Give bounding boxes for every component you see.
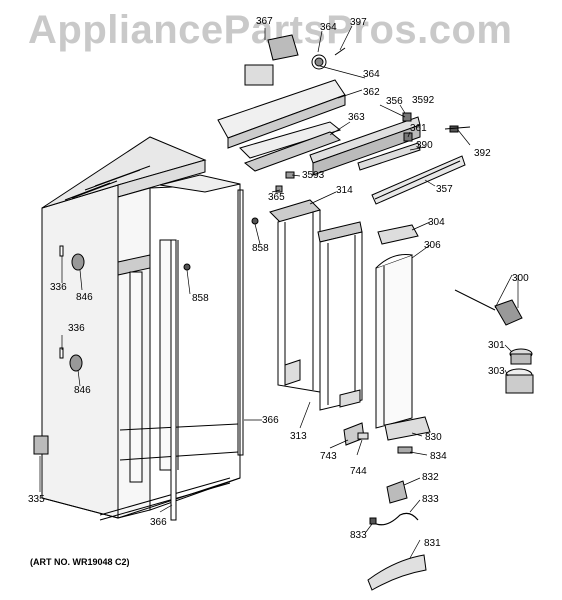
callout-858: 858 [252,243,269,254]
callout-365: 365 [268,192,285,203]
bin-830-831 [367,416,431,591]
duct-314 [269,199,321,393]
callout-833: 833 [350,530,367,541]
small-parts-743-744-832-833-834 [343,422,419,526]
callout-336: 336 [50,282,67,293]
callout-356: 356 [386,96,403,107]
callout-3592: 3592 [412,95,435,106]
control-housing-356 [309,112,421,176]
callout-357: 357 [436,184,453,195]
callout-397: 397 [350,17,367,28]
callout-833: 833 [422,494,439,505]
callout-743: 743 [320,451,337,462]
callout-304: 304 [428,217,445,228]
filter-300-301-303 [454,289,534,394]
callout-301: 301 [488,340,505,351]
callout-306: 306 [424,240,441,251]
callout-367: 367 [256,16,273,27]
panel-313 [317,221,363,411]
callout-314: 314 [336,185,353,196]
callout-362: 362 [363,87,380,98]
fan-assembly-367 [244,34,346,86]
callout-3593: 3593 [302,170,325,181]
part-335-vent [33,435,49,455]
callout-831: 831 [424,538,441,549]
callout-366: 366 [262,415,279,426]
art-number-label: (ART NO. WR19048 C2) [30,557,130,567]
callout-364: 364 [363,69,380,80]
gasket-366 [170,189,244,521]
callout-336: 336 [68,323,85,334]
callout-366: 366 [150,517,167,528]
leader-lines [39,25,519,559]
cover-363 [243,131,342,172]
callout-313: 313 [290,431,307,442]
callout-834: 834 [430,451,447,462]
callout-303: 303 [488,366,505,377]
callout-846: 846 [76,292,93,303]
callout-846: 846 [74,385,91,396]
callout-392: 392 [474,148,491,159]
callout-830: 830 [425,432,442,443]
housing-362 [217,79,346,159]
light-lens-336-846 [59,217,259,372]
cabinet-case [33,136,241,521]
control-board-357-390 [357,125,471,205]
callout-744: 744 [350,466,367,477]
callout-335: 335 [28,494,45,505]
callout-858: 858 [192,293,209,304]
shelf-304 [377,224,419,245]
callout-364: 364 [320,22,337,33]
callout-363: 363 [348,112,365,123]
callout-361: 361 [410,123,427,134]
callout-390: 390 [416,140,433,151]
damper-3593-365 [275,171,295,193]
callout-labels: 367 364 397 364 362 356 3592 361 363 392… [28,16,529,549]
door-liner-306 [375,254,413,429]
callout-832: 832 [422,472,439,483]
callout-300: 300 [512,273,529,284]
